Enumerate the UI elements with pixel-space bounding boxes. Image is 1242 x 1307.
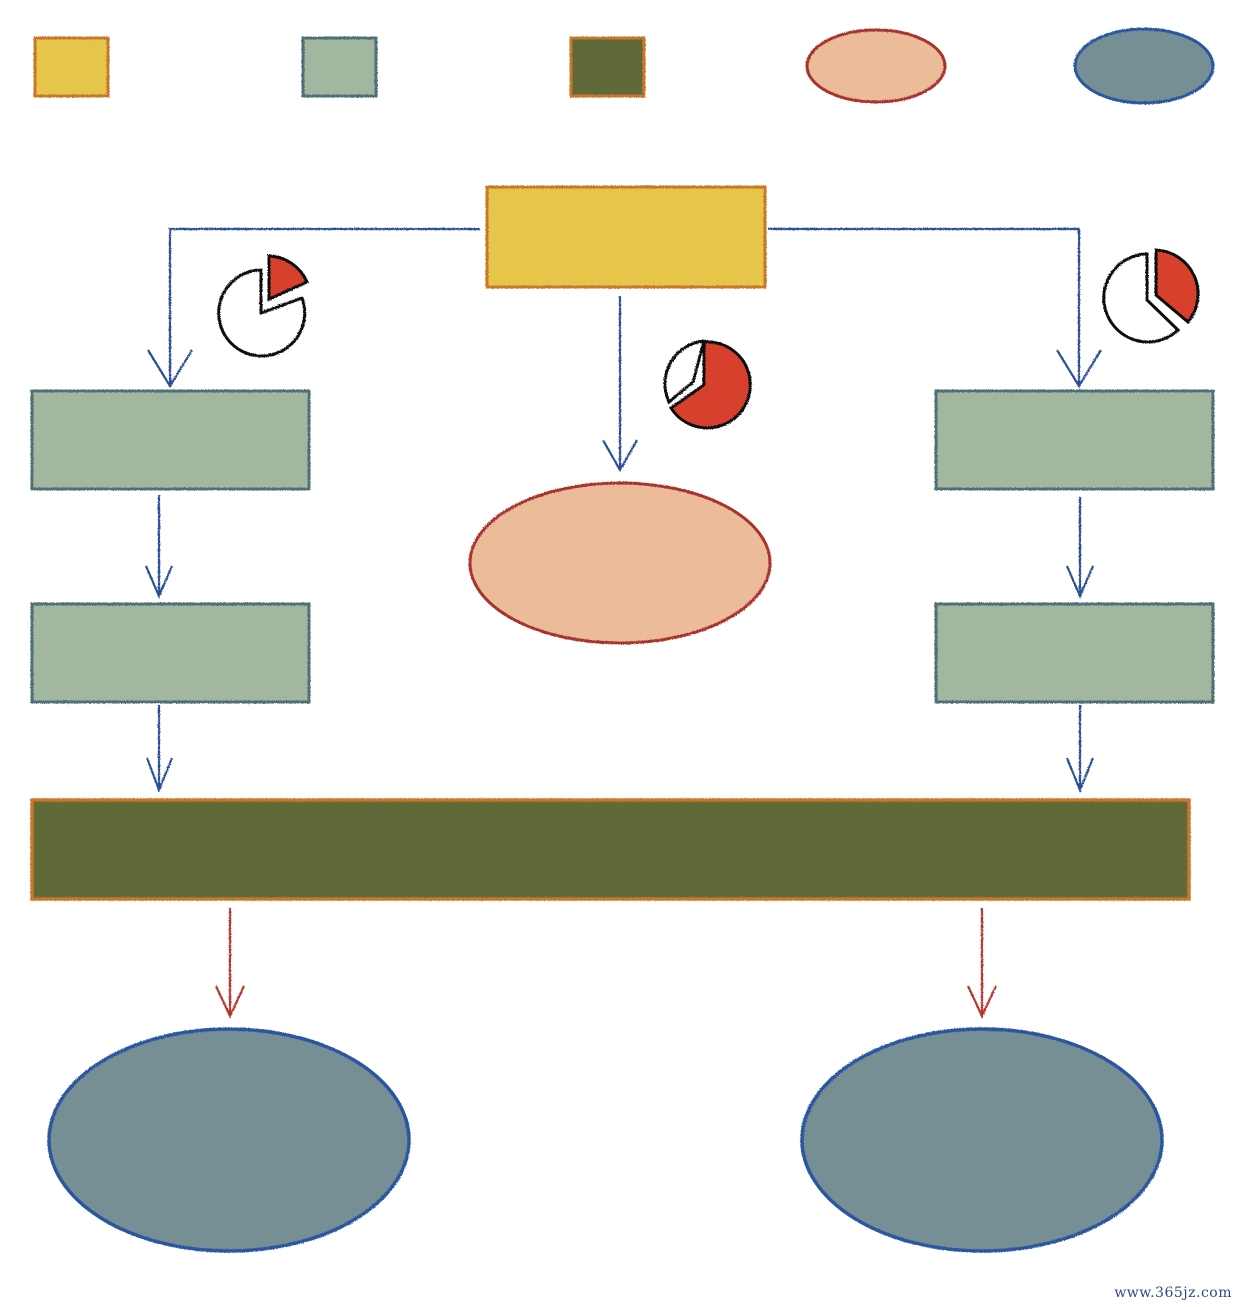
arrowhead-top-right	[1056, 349, 1102, 389]
node-right-2	[934, 602, 1215, 704]
node-top-yellow	[485, 185, 767, 289]
pie-chart-icon-left	[217, 254, 309, 358]
legend-swatch-slate	[1073, 27, 1215, 105]
node-center-peach	[468, 481, 772, 645]
legend	[33, 27, 1215, 105]
watermark: www.365jz.com	[1114, 1285, 1232, 1301]
node-left-2	[30, 602, 311, 704]
arrowhead-left-2	[145, 757, 174, 794]
arrowhead-top-left	[147, 349, 193, 389]
connector-top-right	[768, 227, 1081, 386]
arrowhead-right-1	[1065, 565, 1095, 599]
arrowhead-bottom-right	[967, 985, 997, 1019]
nodes	[30, 185, 1215, 1253]
legend-swatch-peach	[805, 28, 947, 104]
legend-swatch-yellow	[33, 36, 110, 98]
connectors-red	[215, 908, 997, 1019]
arrowhead-bottom-left	[215, 985, 245, 1019]
arrowhead-center	[602, 439, 638, 473]
node-bottom-left	[47, 1027, 411, 1253]
legend-swatch-sage	[301, 36, 378, 98]
arrowhead-left-1	[144, 565, 174, 599]
node-olive-bar	[30, 798, 1191, 901]
legend-swatch-olive	[569, 36, 646, 98]
node-left-1	[30, 389, 311, 491]
node-bottom-right	[800, 1027, 1164, 1253]
arrowhead-right-2	[1065, 757, 1095, 793]
node-right-1	[934, 389, 1215, 491]
pie-chart-icon-center	[663, 339, 752, 430]
connectors-blue	[144, 227, 1102, 794]
connector-top-left	[168, 227, 480, 386]
pie-chart-icon-right	[1102, 248, 1200, 344]
